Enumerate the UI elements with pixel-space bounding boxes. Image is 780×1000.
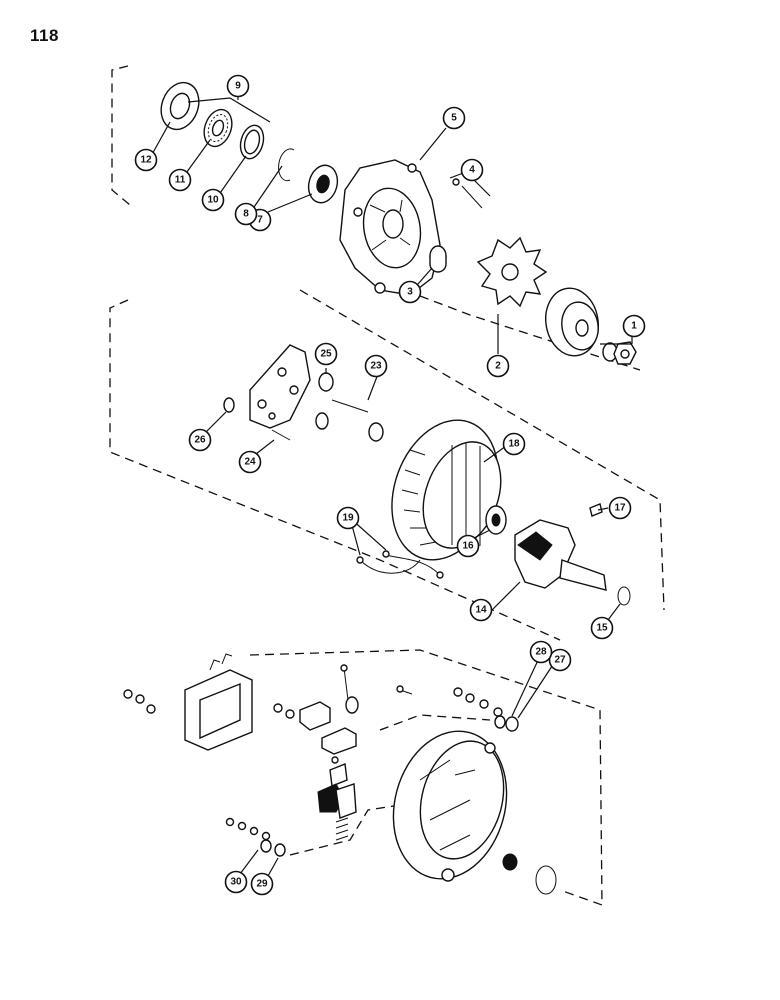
callout-5: 5 [442, 106, 466, 130]
regulator-part [123, 653, 253, 751]
callout-10: 10 [201, 188, 225, 212]
callout-18: 18 [502, 432, 526, 456]
callout-label: 3 [407, 287, 413, 298]
fan-part [476, 236, 548, 308]
spacer-part [429, 245, 447, 273]
ring-part [617, 586, 631, 606]
callout-1: 1 [622, 314, 646, 338]
retainer-part [239, 124, 265, 160]
callout-29: 29 [250, 872, 274, 896]
stator-part [391, 419, 502, 561]
callout-label: 17 [614, 503, 626, 514]
boundary-middle-right [299, 289, 665, 611]
front-bearing-part [203, 108, 233, 148]
brush-holder-part [273, 664, 359, 841]
boundary-lower-right [249, 649, 603, 906]
callout-11: 11 [168, 168, 192, 192]
callout-label: 4 [469, 165, 475, 176]
callout-label: 26 [194, 435, 206, 446]
bearing-part [307, 164, 339, 204]
callout-label: 23 [370, 361, 382, 372]
page-number: 118 [30, 26, 59, 45]
callout-15: 15 [590, 616, 614, 640]
insulator-part [318, 372, 334, 392]
callout-label: 9 [235, 81, 241, 92]
callout-24: 24 [238, 450, 262, 474]
bolt-part [331, 399, 369, 413]
callout-label: 2 [495, 361, 501, 372]
callout-label: 18 [508, 439, 520, 450]
boundary-upper-left [111, 65, 131, 206]
plug-part [502, 853, 518, 871]
callout-25: 25 [314, 342, 338, 366]
rear-bearing-part [485, 505, 507, 535]
callout-label: 19 [342, 513, 354, 524]
callout-30: 30 [224, 870, 248, 894]
front-seal-part [160, 81, 200, 131]
callout-label: 1 [631, 321, 637, 332]
callout-label: 15 [596, 623, 608, 634]
snap-ring-part [278, 148, 295, 182]
boundary-lower-left [289, 804, 401, 856]
bracket-part [223, 344, 311, 429]
callout-label: 28 [535, 647, 547, 658]
o-ring-part [535, 865, 557, 895]
pulley-part [545, 287, 599, 357]
callout-26: 26 [188, 428, 212, 452]
screw-part [452, 178, 483, 209]
boundary-lower-housing [379, 714, 491, 731]
callout-8: 8 [234, 202, 258, 226]
callout-label: 24 [244, 457, 256, 468]
stator-leads-part [356, 550, 444, 579]
callout-28: 28 [529, 640, 553, 664]
callout-4: 4 [460, 158, 484, 182]
callout-16: 16 [456, 534, 480, 558]
lower-washers-part [225, 817, 286, 857]
key-part [589, 503, 603, 517]
callout-3: 3 [398, 280, 422, 304]
callout-label: 25 [320, 349, 332, 360]
callout-label: 5 [451, 113, 457, 124]
rotor-part [514, 519, 607, 591]
callout-label: 27 [554, 655, 566, 666]
bushing-part-2 [368, 422, 384, 442]
bushing-part [315, 412, 329, 430]
nut-washer-part [602, 341, 637, 365]
callout-label: 16 [462, 541, 474, 552]
terminal-screw-part [396, 685, 413, 695]
callout-label: 10 [207, 195, 219, 206]
callout-label: 11 [175, 175, 186, 186]
callout-9: 9 [226, 74, 250, 98]
slip-ring-end-frame-part [392, 730, 508, 882]
callout-label: 30 [230, 877, 242, 888]
callout-label: 8 [243, 209, 249, 220]
callout-17: 17 [608, 496, 632, 520]
screw-24-part [271, 429, 291, 441]
callout-14: 14 [469, 598, 493, 622]
drive-end-frame-part [339, 159, 441, 296]
callout-19: 19 [336, 506, 360, 530]
terminal-nuts-part [453, 687, 519, 732]
callout-label: 29 [256, 879, 268, 890]
callout-27: 27 [548, 648, 572, 672]
callout-23: 23 [364, 354, 388, 378]
callout-label: 7 [257, 215, 263, 226]
callout-2: 2 [486, 354, 510, 378]
callout-label: 12 [140, 155, 152, 166]
callout-label: 14 [475, 605, 487, 616]
callout-12: 12 [134, 148, 158, 172]
